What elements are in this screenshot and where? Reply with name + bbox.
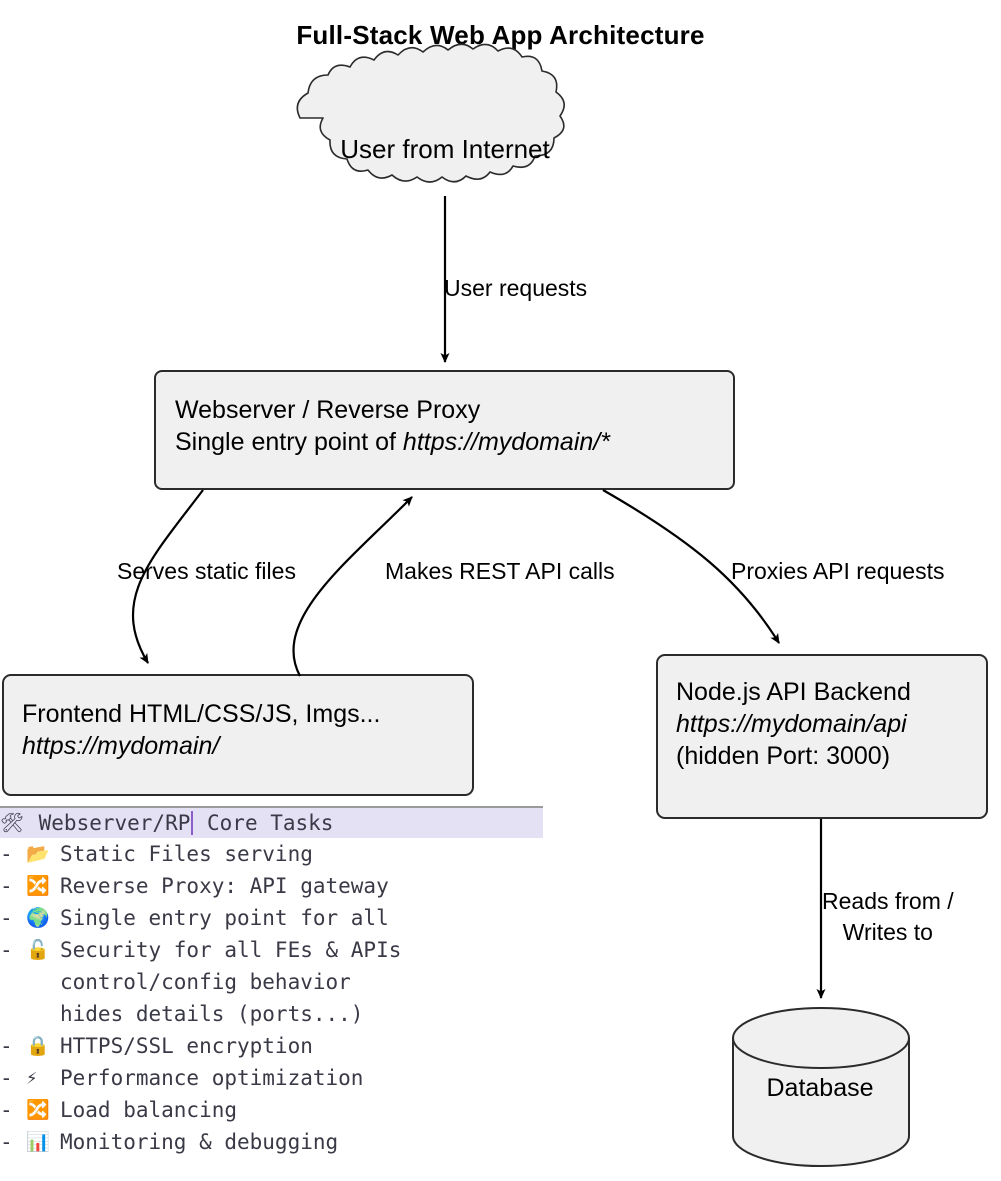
bullet-dash: - bbox=[0, 1098, 13, 1122]
node-cloud-user bbox=[296, 43, 565, 183]
tasks-header-row[interactable]: 🛠 Webserver/RP Core Tasks bbox=[0, 806, 543, 838]
task-continuation: control/config behavior bbox=[0, 966, 560, 998]
task-continuation-label: control/config behavior bbox=[60, 970, 351, 994]
text-cursor bbox=[191, 811, 194, 835]
task-label: Load balancing bbox=[60, 1098, 238, 1122]
node-webserver-box bbox=[154, 370, 735, 490]
task-label: Performance optimization bbox=[60, 1066, 364, 1090]
node-frontend-label: Frontend HTML/CSS/JS, Imgs... https://my… bbox=[22, 698, 472, 762]
hammer-and-wrench-icon: 🛠 bbox=[0, 812, 25, 834]
node-database-label: Database bbox=[766, 1074, 874, 1102]
zap-icon: ⚡ bbox=[26, 1067, 38, 1089]
bullet-dash: - bbox=[0, 1034, 13, 1058]
task-label: Static Files serving bbox=[60, 842, 313, 866]
task-label: Reverse Proxy: API gateway bbox=[60, 874, 389, 898]
bullet-dash: - bbox=[0, 1130, 13, 1154]
reads-from-line: Reads from / bbox=[822, 888, 954, 914]
task-label: HTTPS/SSL encryption bbox=[60, 1034, 313, 1058]
edge-label-proxies-api-requests: Proxies API requests bbox=[731, 558, 945, 584]
node-webserver-label: Webserver / Reverse Proxy Single entry p… bbox=[175, 394, 735, 458]
shuffle-icon: 🔀 bbox=[26, 1099, 50, 1121]
task-item[interactable]: - 🌍 Single entry point for all bbox=[0, 902, 560, 934]
bullet-dash: - bbox=[0, 906, 13, 930]
tasks-header-text-after-caret: Core Tasks bbox=[194, 811, 334, 835]
webserver-line-2: Single entry point of https://mydomain/* bbox=[175, 426, 735, 458]
bullet-dash: - bbox=[0, 1066, 13, 1090]
bullet-dash: - bbox=[0, 842, 13, 866]
bullet-dash: - bbox=[0, 938, 13, 962]
webserver-line-1: Webserver / Reverse Proxy bbox=[175, 396, 481, 424]
task-label: Single entry point for all bbox=[60, 906, 389, 930]
bullet-dash: - bbox=[0, 874, 13, 898]
task-continuation: hides details (ports...) bbox=[0, 998, 560, 1030]
node-cloud-label: User from Internet bbox=[340, 134, 550, 164]
backend-line-1: Node.js API Backend bbox=[676, 678, 911, 706]
node-database-cylinder bbox=[732, 1007, 910, 1167]
task-label: Monitoring & debugging bbox=[60, 1130, 339, 1154]
task-item[interactable]: - 🔓 Security for all FEs & APIs bbox=[0, 934, 560, 966]
edge-serves-static-files bbox=[131, 489, 204, 664]
globe-icon: 🌍 bbox=[26, 907, 50, 929]
lock-icon: 🔒 bbox=[26, 1035, 50, 1057]
writes-to-line: Writes to bbox=[842, 919, 933, 946]
task-item[interactable]: - 📂 Static Files serving bbox=[0, 838, 560, 870]
task-item[interactable]: - 🔀 Reverse Proxy: API gateway bbox=[0, 870, 560, 902]
edge-makes-rest-api-calls bbox=[292, 496, 413, 677]
unlock-icon: 🔓 bbox=[26, 939, 50, 961]
webserver-line-2-prefix: Single entry point of bbox=[175, 428, 403, 456]
webserver-url: https://mydomain/* bbox=[402, 428, 610, 456]
tasks-header-text-before-caret: Webserver/RP bbox=[26, 811, 191, 835]
task-continuation-label: hides details (ports...) bbox=[60, 1002, 364, 1026]
edge-label-serves-static-files: Serves static files bbox=[117, 558, 296, 584]
edge-label-user-requests: User requests bbox=[444, 275, 588, 301]
node-backend-box bbox=[656, 654, 988, 819]
backend-port: (hidden Port: 3000) bbox=[676, 742, 891, 770]
frontend-line-1: Frontend HTML/CSS/JS, Imgs... bbox=[22, 700, 381, 728]
frontend-url: https://mydomain/ bbox=[22, 732, 220, 760]
page-title: Full-Stack Web App Architecture bbox=[296, 20, 705, 50]
edge-label-rest-api-calls: Makes REST API calls bbox=[385, 558, 615, 584]
task-item[interactable]: - 🔀 Load balancing bbox=[0, 1094, 560, 1126]
backend-url: https://mydomain/api bbox=[676, 710, 907, 738]
node-frontend-box bbox=[2, 674, 474, 796]
edge-proxies-api-requests bbox=[602, 489, 780, 644]
edge-label-reads-writes: Reads from / Writes to bbox=[822, 886, 954, 948]
task-item[interactable]: - ⚡ Performance optimization bbox=[0, 1062, 560, 1094]
shuffle-icon: 🔀 bbox=[26, 875, 50, 897]
bar-chart-icon: 📊 bbox=[26, 1131, 50, 1153]
task-label: Security for all FEs & APIs bbox=[60, 938, 402, 962]
webserver-core-tasks-list: 🛠 Webserver/RP Core Tasks - 📂 Static Fil… bbox=[0, 806, 560, 1158]
task-item[interactable]: - 📊 Monitoring & debugging bbox=[0, 1126, 560, 1158]
folder-icon: 📂 bbox=[26, 843, 50, 865]
task-item[interactable]: - 🔒 HTTPS/SSL encryption bbox=[0, 1030, 560, 1062]
node-backend-label: Node.js API Backend https://mydomain/api… bbox=[676, 676, 976, 772]
